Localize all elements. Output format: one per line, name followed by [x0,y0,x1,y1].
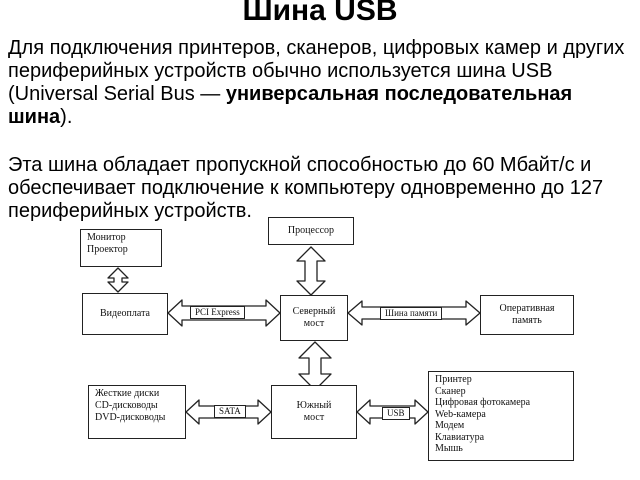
processor-box: Процессор [268,217,354,245]
arrow-monitor-videocard [107,267,129,293]
usb-bus-diagram: Монитор Проектор Процессор Видеоплата Се… [0,215,640,480]
sata-label: SATA [214,405,246,418]
monitor-label: Монитор [87,232,126,243]
ram-label-2: память [512,315,542,326]
south-bridge-label-1: Южный [296,400,332,411]
disks-box: Жесткие диски CD-дисководы DVD-дисководы [88,385,186,439]
pci-express-label: PCI Express [190,306,245,319]
videocard-label: Видеоплата [100,308,150,319]
ram-box: Оперативная память [480,295,574,335]
bandwidth-paragraph: Эта шина обладает пропускной способность… [8,154,604,222]
paragraph-clip: Эта шина обладает пропускной способность… [0,150,640,224]
peripheral-keyboard: Клавиатура [435,431,485,443]
intro-text: Для подключения принтеров, сканеров, циф… [8,37,625,105]
north-bridge-label-1: Северный [292,306,336,317]
ram-label-1: Оперативная [499,303,555,314]
south-bridge-label-2: мост [303,412,325,423]
page-title: Шина USB [242,0,398,27]
north-bridge-label-2: мост [303,318,325,329]
peripheral-camera: Цифровая фотокамера [435,397,531,408]
dvd-label: DVD-дисководы [95,412,166,423]
cd-label: CD-дисководы [95,400,158,411]
projector-label: Проектор [87,244,128,255]
videocard-box: Видеоплата [82,293,168,335]
processor-label: Процессор [287,225,335,236]
peripheral-webcam: Web-камера [435,408,486,420]
peripheral-printer: Принтер [435,374,472,385]
peripheral-scanner: Сканер [435,385,466,397]
peripherals-box: Принтер Сканер Цифровая фотокамера Web-к… [428,371,574,461]
monitor-projector-box: Монитор Проектор [80,229,162,267]
south-bridge-box: Южный мост [271,385,357,439]
arrow-northbridge-southbridge [298,341,332,391]
memory-bus-label: Шина памяти [380,307,443,320]
arrow-processor-northbridge [296,246,326,296]
intro-text-end: ). [60,106,73,128]
peripheral-mouse: Мышь [435,443,463,454]
north-bridge-box: Северный мост [280,295,348,341]
peripheral-modem: Модем [435,420,465,431]
intro-paragraph: Для подключения принтеров, сканеров, циф… [8,37,634,129]
intro-bold-term: универсальная последовательная шина [8,83,573,128]
usb-label: USB [382,407,410,420]
hdd-label: Жесткие диски [95,388,160,399]
